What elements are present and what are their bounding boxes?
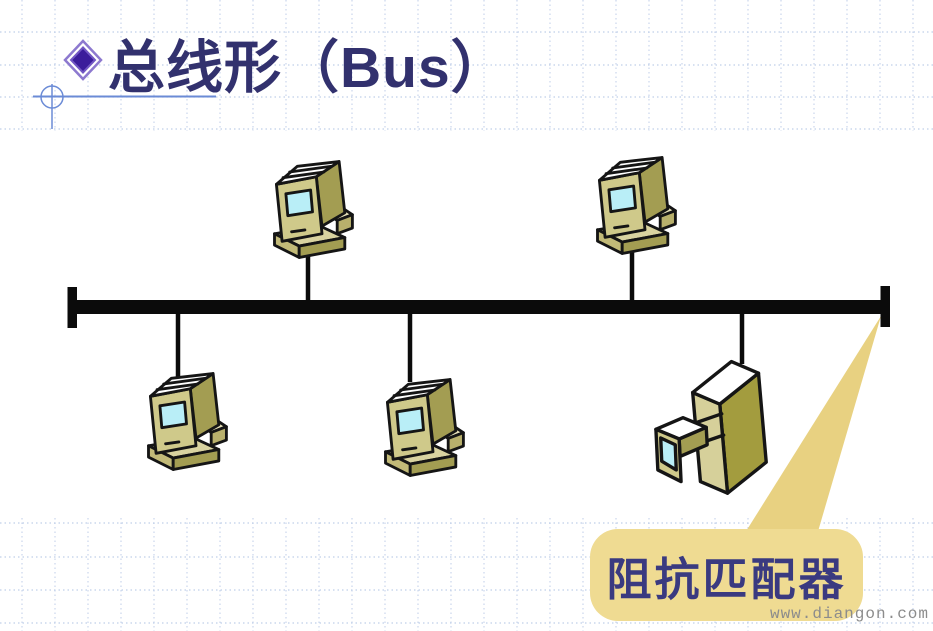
bus-terminator-left (67, 287, 77, 328)
diamond-bullet-icon (63, 39, 103, 81)
computer-icon-1 (273, 160, 354, 259)
server-icon (654, 359, 768, 495)
slide-title: 总线形（Bus） (108, 36, 509, 100)
bus-line (72, 300, 884, 314)
callout-label: 阻抗匹配器 (606, 553, 847, 605)
callout-pointer (733, 316, 881, 552)
watermark-text: www.diangon.com (769, 605, 929, 623)
bus-terminator-right (880, 286, 890, 327)
computer-icon-2 (596, 156, 677, 255)
computer-icon-4 (384, 378, 465, 477)
impedance-matcher-callout: 阻抗匹配器 (590, 529, 863, 621)
computer-icon-3 (147, 372, 228, 471)
